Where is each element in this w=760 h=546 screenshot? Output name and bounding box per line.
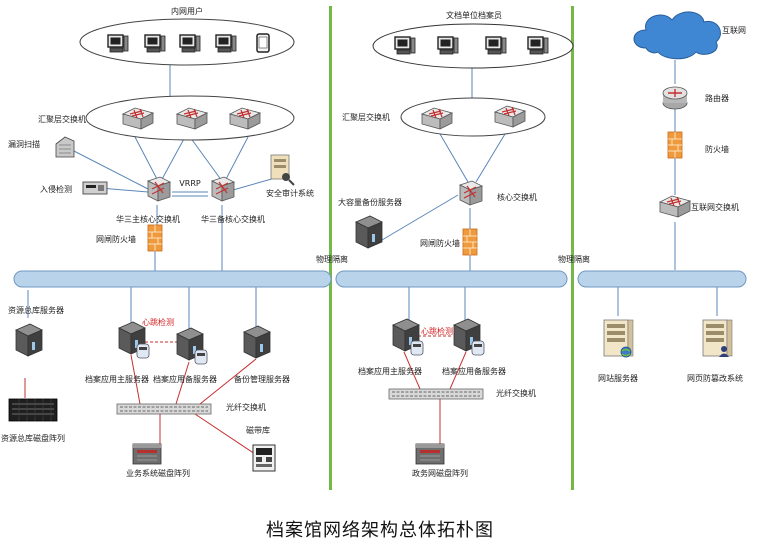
workstation-icon — [394, 36, 416, 55]
tape-library-icon — [252, 444, 276, 472]
business-disk-array-icon — [132, 443, 162, 465]
heartbeat-label-2: 心跳检测 — [421, 326, 453, 336]
resource-disk-array-icon — [8, 398, 58, 422]
workstation-icon — [527, 36, 549, 55]
security-audit-label: 安全审计系统 — [266, 188, 314, 198]
big-backup-server-icon — [355, 215, 383, 249]
workstation-icon — [107, 34, 129, 53]
gov-disk-label: 政务网磁盘阵列 — [412, 468, 468, 478]
internet-switch-icon — [659, 195, 691, 218]
archivists-label: 文档单位档案员 — [446, 10, 502, 20]
firewall-label-3: 防火墙 — [705, 144, 729, 154]
disk-icon — [471, 340, 485, 356]
disk-icon — [410, 340, 424, 356]
workstation-icon — [215, 34, 237, 53]
fiber-switch-label: 光纤交换机 — [226, 402, 266, 412]
vuln-scan-label: 漏洞扫描 — [8, 139, 40, 149]
anti-tamper-label: 网页防篡改系统 — [687, 373, 743, 383]
resource-server-label: 资源总库服务器 — [8, 305, 64, 315]
app-main-label: 档案应用主服务器 — [85, 374, 149, 384]
app-main-label-2: 档案应用主服务器 — [358, 366, 422, 376]
core-switch-icon — [459, 180, 483, 206]
disk-icon — [136, 343, 150, 359]
workstation-icon — [144, 34, 166, 53]
backup-mgmt-server-icon — [243, 325, 271, 359]
fiber-switch-label-2: 光纤交换机 — [496, 388, 536, 398]
network-bus-zone2 — [335, 270, 568, 288]
workstation-icon — [485, 36, 507, 55]
zone-government: 文档单位档案员 汇聚层交换机 大容量备份服务器 核心交换机 网闸防火墙 物理隔离… — [316, 10, 574, 478]
anti-tamper-server-icon — [702, 319, 733, 357]
diagram-caption: 档案馆网络架构总体拓朴图 — [266, 520, 494, 541]
workstation-icon — [437, 36, 459, 55]
big-backup-label: 大容量备份服务器 — [338, 197, 402, 207]
backup-core-label: 华三备核心交换机 — [201, 214, 265, 224]
main-core-label: 华三主核心交换机 — [116, 214, 180, 224]
workstation-icon — [179, 34, 201, 53]
backup-core-switch-icon — [211, 176, 235, 202]
resource-server-icon — [15, 323, 43, 357]
aggregation-switch-label-2: 汇聚层交换机 — [342, 112, 390, 122]
firewall-label-2: 网闸防火墙 — [420, 238, 460, 248]
zone-divider-left — [329, 6, 332, 490]
router-icon — [662, 86, 688, 110]
app-backup-label-2: 档案应用备服务器 — [442, 366, 506, 376]
internet-label: 互联网 — [722, 26, 746, 35]
tape-library-label: 磁带库 — [246, 425, 270, 435]
fiber-switch-icon — [116, 403, 212, 415]
router-label: 路由器 — [705, 93, 729, 103]
links — [24, 60, 718, 457]
physical-isolation-label: 物理隔离 — [316, 254, 348, 264]
network-bus-zone1 — [13, 270, 332, 288]
internet-switch-label: 互联网交换机 — [691, 202, 739, 212]
firewall-label: 网闸防火墙 — [96, 234, 136, 244]
archivists-group — [372, 23, 574, 69]
gov-disk-array-icon — [415, 443, 445, 465]
fiber-switch-icon — [388, 388, 484, 400]
resource-disk-label: 资源总库磁盘阵列 — [1, 433, 65, 443]
intrusion-detect-label: 入侵检测 — [40, 184, 72, 194]
vulnerability-scanner-icon — [55, 136, 75, 158]
firewall-icon — [462, 228, 478, 256]
globe-icon — [620, 346, 632, 358]
backup-mgmt-label: 备份管理服务器 — [234, 374, 290, 384]
tablet-icon — [256, 33, 270, 53]
zone-divider-right — [571, 6, 574, 490]
zone-intranet: 内网用户 汇聚层交换机 漏洞扫描 入侵检测 VRRP 华三主核心交换机 华三备核… — [1, 6, 314, 478]
business-disk-label: 业务系统磁盘阵列 — [126, 468, 190, 478]
physical-isolation-label-2: 物理隔离 — [558, 254, 590, 264]
disk-icon — [194, 349, 208, 365]
main-core-switch-icon — [147, 176, 171, 202]
intranet-users-label: 内网用户 — [171, 6, 203, 16]
intrusion-detection-icon — [82, 181, 108, 195]
internet-cloud-icon — [633, 11, 721, 60]
network-bus-zone3 — [577, 270, 747, 288]
firewall-icon — [147, 224, 163, 252]
aggregation-switch-label: 汇聚层交换机 — [38, 114, 86, 124]
firewall-icon — [667, 131, 683, 159]
app-backup-label: 档案应用备服务器 — [153, 374, 217, 384]
core-switch-label: 核心交换机 — [497, 192, 537, 202]
security-audit-icon — [270, 154, 295, 186]
vrrp-label: VRRP — [179, 179, 201, 188]
web-server-label: 网站服务器 — [598, 373, 638, 383]
heartbeat-label: 心跳检测 — [142, 317, 174, 327]
zone-internet: 互联网 路由器 防火墙 互联网交换机 物理隔离 网站服务器 网页防篡改系统 — [558, 11, 746, 383]
